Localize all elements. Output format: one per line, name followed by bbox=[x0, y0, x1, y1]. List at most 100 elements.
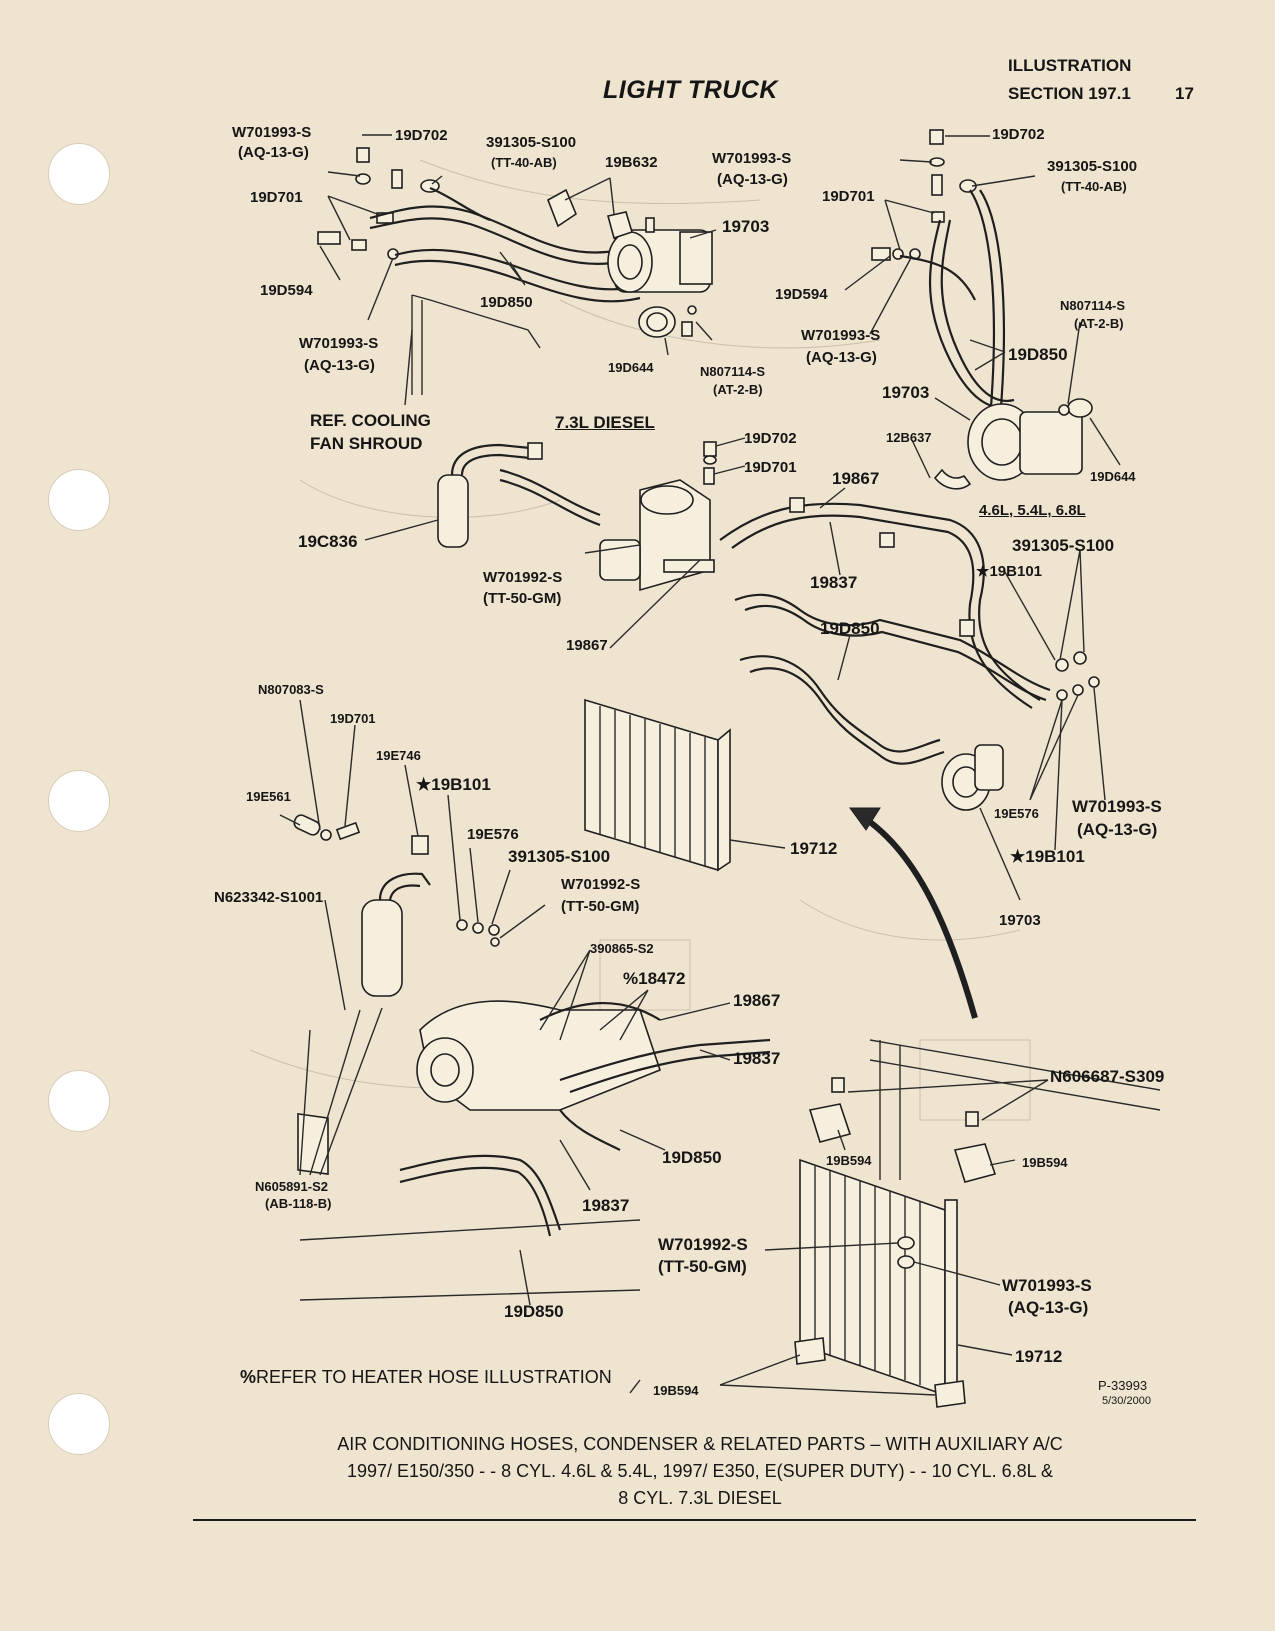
part-label: 19B594 bbox=[1022, 1155, 1068, 1170]
bottom-rule bbox=[193, 1519, 1196, 1521]
part-label: 19D702 bbox=[744, 430, 797, 447]
part-label: FAN SHROUD bbox=[310, 434, 423, 453]
part-label: 19D594 bbox=[260, 282, 313, 299]
part-label: N807114-S bbox=[1060, 298, 1126, 313]
part-label: 19D701 bbox=[744, 459, 797, 476]
part-label: 19D850 bbox=[504, 1302, 564, 1321]
part-label: (AT-2-B) bbox=[713, 382, 763, 397]
part-label: N807083-S bbox=[258, 682, 324, 697]
part-label: 19D850 bbox=[1008, 345, 1068, 364]
part-label: 391305-S100 bbox=[1012, 536, 1115, 555]
part-label: 19B594 bbox=[653, 1383, 699, 1398]
part-label: W701992-S bbox=[561, 876, 641, 893]
part-label: 19703 bbox=[722, 217, 770, 236]
caption-line-3: 8 CYL. 7.3L DIESEL bbox=[618, 1488, 782, 1508]
part-label: 19837 bbox=[810, 573, 858, 592]
part-label: W701993-S bbox=[1072, 797, 1162, 816]
part-label: 19867 bbox=[832, 469, 880, 488]
part-label: 391305-S100 bbox=[1047, 158, 1138, 175]
lower-left-view-art bbox=[279, 699, 771, 1394]
part-label: 19867 bbox=[733, 991, 781, 1010]
part-label: (TT-40-AB) bbox=[491, 155, 557, 170]
part-label: 19D644 bbox=[1090, 469, 1136, 484]
part-label: (AQ-13-G) bbox=[806, 349, 877, 366]
part-label: 19703 bbox=[999, 912, 1041, 929]
view-title-diesel: 7.3L DIESEL bbox=[555, 413, 655, 432]
part-label: (AB-118-B) bbox=[265, 1196, 332, 1211]
caption-line-1: AIR CONDITIONING HOSES, CONDENSER & RELA… bbox=[337, 1434, 1063, 1454]
part-label: W701993-S bbox=[801, 327, 881, 344]
part-label: 19D850 bbox=[662, 1148, 722, 1167]
part-label: W701992-S bbox=[483, 569, 563, 586]
diesel-view-art bbox=[317, 134, 717, 406]
binder-hole bbox=[48, 143, 110, 205]
star-symbol: ★ bbox=[976, 563, 990, 580]
part-label: 19703 bbox=[882, 383, 930, 402]
part-label: (AT-2-B) bbox=[1074, 316, 1124, 331]
part-label: (AQ-13-G) bbox=[717, 171, 788, 188]
binder-hole bbox=[48, 469, 110, 531]
part-label: W701992-S bbox=[658, 1235, 748, 1254]
part-label: ★19B101 bbox=[416, 775, 491, 794]
part-label: N807114-S bbox=[700, 364, 766, 379]
part-label: (TT-50-GM) bbox=[483, 590, 562, 607]
part-label: 19D594 bbox=[775, 286, 828, 303]
part-label: 19867 bbox=[566, 637, 608, 654]
part-label: 19D850 bbox=[480, 294, 533, 311]
footnote-text: REFER TO HEATER HOSE ILLUSTRATION bbox=[256, 1367, 612, 1387]
part-label: ★19B101 bbox=[1010, 847, 1085, 866]
view-title-gas: 4.6L, 5.4L, 6.8L bbox=[979, 502, 1086, 519]
footnote: %REFER TO HEATER HOSE ILLUSTRATION bbox=[240, 1368, 612, 1386]
part-label: 19712 bbox=[790, 839, 838, 858]
part-label: 19D644 bbox=[608, 360, 654, 375]
part-label: (AQ-13-G) bbox=[304, 357, 375, 374]
part-label: 12B637 bbox=[886, 430, 932, 445]
part-label: (TT-50-GM) bbox=[561, 898, 640, 915]
part-label: 19837 bbox=[733, 1049, 781, 1068]
binder-hole bbox=[48, 1070, 110, 1132]
caption-line-2: 1997/ E150/350 - - 8 CYL. 4.6L & 5.4L, 1… bbox=[346, 1461, 1054, 1481]
page-number: 17 bbox=[1175, 84, 1194, 103]
part-label: (AQ-13-G) bbox=[1008, 1298, 1089, 1317]
part-label: ★19B101 bbox=[976, 563, 1042, 580]
part-label: 19E746 bbox=[376, 748, 421, 763]
part-label: 19E576 bbox=[994, 806, 1039, 821]
part-label: W701993-S bbox=[299, 335, 379, 352]
part-label: 19D702 bbox=[395, 127, 448, 144]
part-label: 19D701 bbox=[822, 188, 875, 205]
part-label: 391305-S100 bbox=[486, 134, 577, 151]
part-label: (TT-40-AB) bbox=[1061, 179, 1127, 194]
figure-caption: AIR CONDITIONING HOSES, CONDENSER & RELA… bbox=[200, 1431, 1200, 1512]
part-label: 19E561 bbox=[246, 789, 291, 804]
part-label: 19D701 bbox=[330, 711, 376, 726]
part-label: REF. COOLING bbox=[310, 411, 431, 430]
part-label: W701993-S bbox=[1002, 1276, 1092, 1295]
binder-hole bbox=[48, 770, 110, 832]
auxiliary-hose-view-art bbox=[364, 437, 1106, 1019]
percent-symbol: % bbox=[240, 1367, 257, 1387]
page-title: LIGHT TRUCK bbox=[603, 76, 778, 104]
part-label: (TT-50-GM) bbox=[658, 1257, 747, 1276]
part-label: 19D702 bbox=[992, 126, 1045, 143]
part-label: 19B594 bbox=[826, 1153, 872, 1168]
section-number: SECTION 197.1 bbox=[1008, 84, 1131, 103]
section-label: ILLUSTRATION bbox=[1008, 56, 1132, 75]
part-label: N623342-S1001 bbox=[214, 889, 324, 906]
star-symbol: ★ bbox=[416, 775, 432, 794]
part-label: 19E576 bbox=[467, 826, 519, 843]
part-label: N605891-S2 bbox=[255, 1179, 328, 1194]
part-label: W701993-S bbox=[712, 150, 792, 167]
condenser-mount-view-art bbox=[719, 1039, 1161, 1408]
gas-engine-view-art bbox=[844, 129, 1121, 490]
part-label: (AQ-13-G) bbox=[238, 144, 309, 161]
part-label: 19C836 bbox=[298, 532, 358, 551]
part-label: %18472 bbox=[623, 969, 686, 988]
part-label: W701993-S bbox=[232, 124, 312, 141]
part-label: 390865-S2 bbox=[590, 941, 654, 956]
part-label: 19D701 bbox=[250, 189, 303, 206]
part-label: 19D850 bbox=[820, 619, 880, 638]
part-label: 19B632 bbox=[605, 154, 658, 171]
part-label: 391305-S100 bbox=[508, 847, 611, 866]
